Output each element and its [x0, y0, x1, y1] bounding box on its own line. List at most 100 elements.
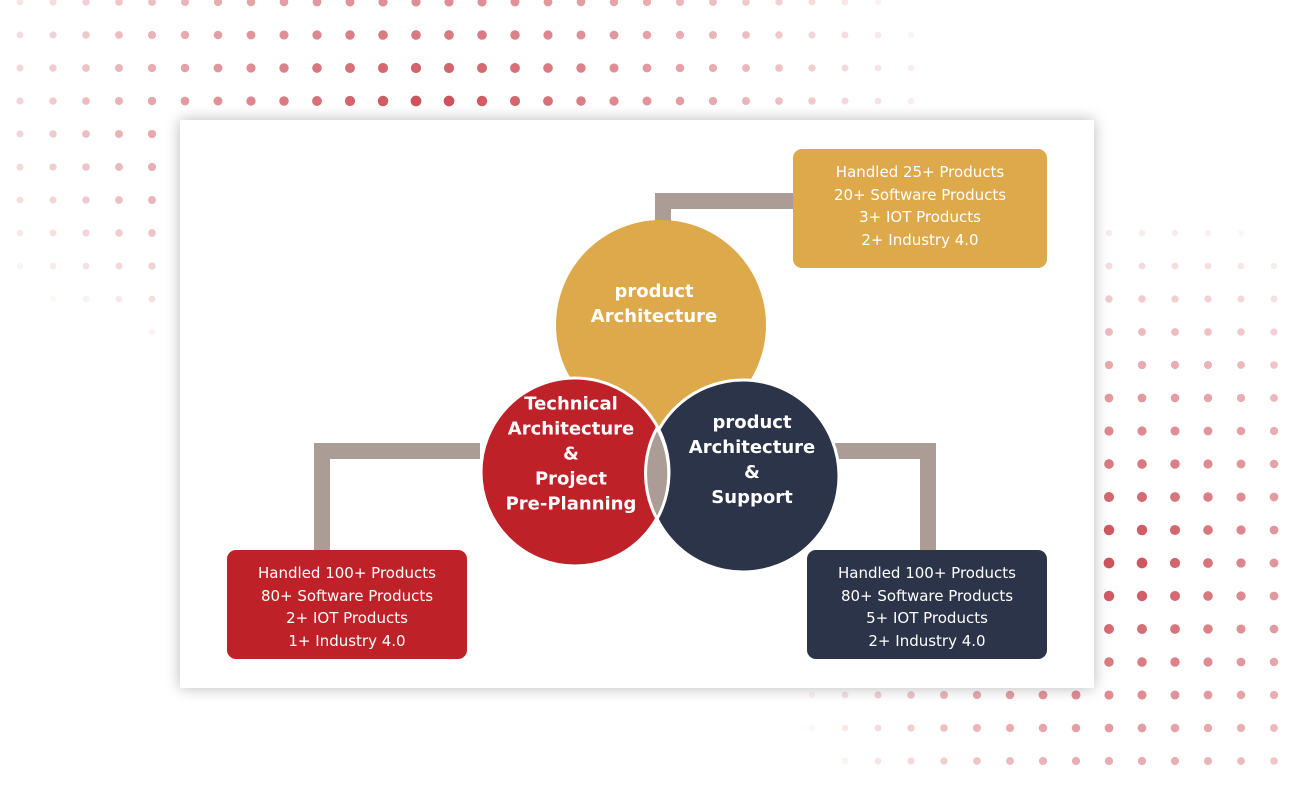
background-dot [808, 64, 816, 72]
background-dot [1137, 624, 1147, 634]
background-dot [115, 229, 123, 237]
background-dot [147, 162, 157, 172]
background-dot [1203, 525, 1213, 535]
background-dot [1270, 295, 1278, 303]
background-dot [16, 97, 24, 105]
background-dot [676, 0, 684, 6]
background-dot [1203, 426, 1213, 436]
background-dot [279, 96, 289, 106]
background-dot [543, 30, 553, 40]
background-dot [1236, 690, 1246, 700]
background-dot [874, 691, 882, 699]
background-dot [1269, 426, 1279, 436]
background-dot [1236, 459, 1246, 469]
background-dot [775, 31, 783, 39]
background-dot [1169, 557, 1181, 569]
background-dot [476, 95, 488, 107]
info-line: 20+ Software Products [833, 185, 1007, 204]
background-dot [16, 31, 24, 39]
background-dot [246, 0, 256, 7]
info-line: Handled 100+ Products [838, 564, 1016, 582]
background-dot [841, 0, 849, 6]
background-dot [1138, 229, 1146, 237]
background-dot [1103, 590, 1115, 602]
background-dot [1104, 624, 1114, 634]
info-line: Handled 100+ Products [258, 564, 436, 582]
background-dot [1005, 723, 1015, 733]
info-line: 1+ Industry 4.0 [288, 631, 406, 650]
background-dot [1237, 229, 1245, 237]
background-dot [543, 96, 553, 106]
background-dot [874, 757, 882, 765]
info-box-right: Handled 100+ Products 80+ Software Produ… [807, 550, 1047, 659]
background-dot [1203, 624, 1213, 634]
background-dot [708, 63, 718, 73]
background-dot [775, 64, 783, 72]
background-dot [1170, 492, 1180, 502]
background-dot [642, 96, 652, 106]
background-dot [477, 0, 487, 7]
background-dot [1204, 229, 1212, 237]
background-dot [1269, 459, 1279, 469]
background-dot [82, 295, 90, 303]
background-dot [543, 0, 553, 7]
background-dot [1270, 394, 1278, 402]
background-dot [808, 0, 816, 6]
background-dot [972, 690, 982, 700]
background-dot [444, 30, 454, 40]
background-dot [49, 262, 57, 270]
background-dot [1236, 393, 1246, 403]
background-dot [973, 724, 981, 732]
background-dot [115, 295, 123, 303]
background-dot [874, 31, 882, 39]
background-dot [841, 64, 849, 72]
background-dot [1137, 690, 1147, 700]
background-dot [16, 262, 24, 270]
background-dot [148, 262, 156, 270]
background-dot [1203, 558, 1213, 568]
background-dot [1136, 524, 1148, 536]
background-dot [1236, 624, 1246, 634]
background-dot [279, 0, 289, 7]
background-dot [841, 31, 849, 39]
background-dot [973, 757, 981, 765]
background-dot [49, 97, 57, 105]
background-dot [1236, 492, 1246, 502]
background-dot [16, 0, 24, 6]
background-dot [82, 97, 90, 105]
background-dot [1270, 757, 1278, 765]
background-dot [1071, 723, 1081, 733]
background-dot [1203, 360, 1213, 370]
connector-right [835, 443, 936, 552]
background-dot [1005, 690, 1015, 700]
background-dot [16, 196, 24, 204]
background-dot [1105, 262, 1113, 270]
background-dot [443, 95, 455, 107]
background-dot [576, 0, 586, 7]
background-dot [642, 63, 652, 73]
background-dot [808, 724, 816, 732]
background-dot [180, 0, 190, 7]
background-dot [1171, 295, 1179, 303]
background-dot [213, 63, 223, 73]
background-dot [115, 31, 123, 39]
background-dot [609, 0, 619, 7]
background-dot [1204, 328, 1212, 336]
background-dot [808, 31, 816, 39]
background-dot [148, 295, 156, 303]
background-dot [1204, 295, 1212, 303]
background-dot [147, 63, 157, 73]
background-dot [907, 691, 915, 699]
background-dot [675, 96, 685, 106]
background-dot [279, 30, 289, 40]
background-dot [377, 95, 389, 107]
venn-diagram [314, 193, 936, 574]
background-dot [16, 64, 24, 72]
background-dot [444, 0, 454, 7]
background-dot [1170, 459, 1180, 469]
background-dot [1237, 328, 1245, 336]
background-dot [1170, 657, 1180, 667]
background-dot [709, 0, 717, 6]
background-dot [1171, 262, 1179, 270]
